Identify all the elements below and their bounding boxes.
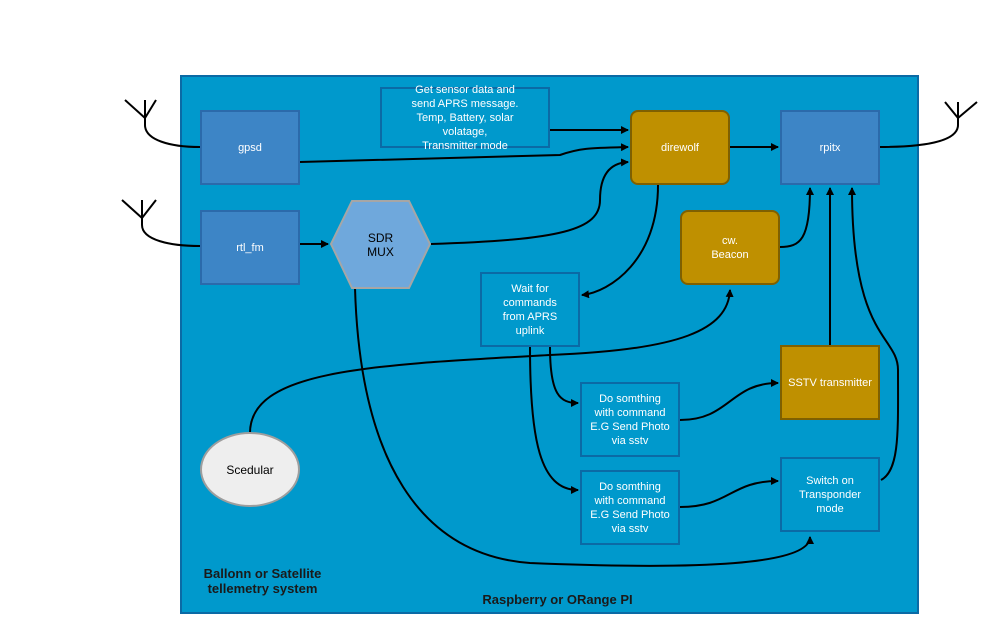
- do-something-box-2: Do somthing with command E.G Send Photo …: [580, 470, 680, 545]
- antenna-rtl-icon: [121, 199, 201, 247]
- sdr-mux-hexagon: SDR MUX: [330, 200, 431, 289]
- sensor-data-box: Get sensor data and send APRS message. T…: [380, 84, 550, 152]
- edge-wait-do2: [529, 346, 579, 494]
- edge-wait-do1: [549, 346, 579, 407]
- transponder-box: Switch on Transponder mode: [780, 457, 880, 532]
- sstv-transmitter-box: SSTV transmitter: [780, 345, 880, 420]
- edge-transponder-rpitx: [848, 187, 900, 481]
- antenna-rpitx-icon: [879, 101, 978, 148]
- edge-do2-transponder: [679, 477, 779, 508]
- direwolf-box: direwolf: [630, 110, 730, 185]
- antenna-gpsd-icon: [124, 99, 201, 148]
- platform-caption: Raspberry or ORange PI: [482, 592, 633, 607]
- edge-mux-transponder: [354, 287, 814, 567]
- sdr-mux-label: SDR MUX: [367, 230, 394, 259]
- cw-beacon-box: cw. Beacon: [680, 210, 780, 285]
- edge-beacon-rpitx: [779, 187, 814, 248]
- gpsd-box: gpsd: [200, 110, 300, 185]
- edge-scheduler-beacon: [249, 289, 734, 434]
- system-caption: Ballonn or Satellite tellemetry system: [203, 566, 322, 596]
- do-something-box-1: Do somthing with command E.G Send Photo …: [580, 382, 680, 457]
- edge-do1-sstv: [679, 379, 779, 421]
- rpitx-box: rpitx: [780, 110, 880, 185]
- edge-direwolf-wait: [581, 184, 659, 299]
- edge-mux-direwolf: [430, 158, 629, 245]
- scheduler-ellipse: Scedular: [200, 432, 300, 507]
- wait-commands-box: Wait for commands from APRS uplink: [480, 272, 580, 347]
- edge-gpsd-direwolf: [299, 143, 629, 163]
- rtl-fm-box: rtl_fm: [200, 210, 300, 285]
